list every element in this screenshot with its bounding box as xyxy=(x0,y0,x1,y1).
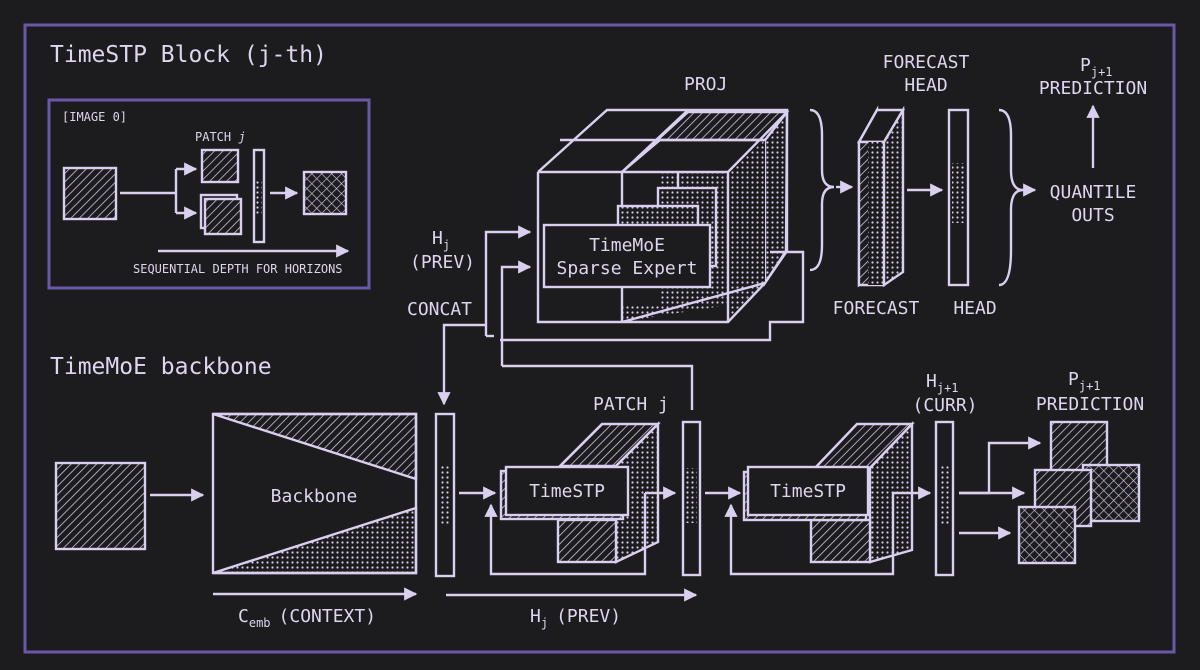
hj-prev-bar-fill xyxy=(439,466,451,526)
inset-patch-label: PATCH j xyxy=(195,130,246,144)
patch-bar xyxy=(681,420,702,577)
concat-arrow-lower xyxy=(500,260,532,366)
head-bar-fill xyxy=(952,163,965,223)
timestp-2-box xyxy=(746,465,870,517)
forecast-head-label-line2: HEAD xyxy=(904,75,947,96)
quantile-label-line1: QUANTILE xyxy=(1050,182,1137,203)
cemb-label: Cemb(CONTEXT) xyxy=(238,606,376,630)
concat-label: CONCAT xyxy=(407,299,472,320)
proj-cube-outline xyxy=(536,108,789,324)
patch-j-label: PATCH j xyxy=(593,394,669,415)
outer-frame xyxy=(23,23,1176,654)
hj-prev-bottom-label: Hj(PREV) xyxy=(530,606,621,630)
hj1-label: Hj+1 xyxy=(926,371,959,395)
top-prediction-label: PREDICTION xyxy=(1039,78,1147,99)
hj-prev-paren-top: (PREV) xyxy=(410,252,475,273)
timestp-block-title: TimeSTP Block (j-th) xyxy=(50,42,327,68)
hj1-curr-bar-fill xyxy=(939,466,950,526)
inset-panel: [IMAGE 0] PATCH j SEQUENTIAL DEPTH FOR H… xyxy=(47,98,371,290)
backbone-title: TimeMoE backbone xyxy=(50,354,272,380)
prediction-patch-4 xyxy=(1017,505,1077,565)
quantile-label-line2: OUTS xyxy=(1071,205,1114,226)
proj-feedback-wire xyxy=(500,250,805,342)
proj-cube: TimeMoE Sparse Expert xyxy=(500,108,805,342)
inset-patch-front xyxy=(203,197,243,236)
timestp1-feedback-arrow xyxy=(484,493,647,576)
inset-hidden-bar-fill xyxy=(256,180,262,215)
inset-branch-line xyxy=(120,169,178,213)
concat-arrow-upper xyxy=(484,225,532,336)
concat-down-arrow xyxy=(437,323,486,406)
backbone-box xyxy=(211,412,418,575)
bottom-prediction-p: Pj+1 xyxy=(1068,369,1101,393)
hj-prev-bar xyxy=(434,412,456,578)
timestp-2-label: TimeSTP xyxy=(770,481,846,502)
pred-arrow-top xyxy=(959,436,1042,495)
bottom-prediction-label: PREDICTION xyxy=(1036,394,1144,415)
patch-j-wire xyxy=(502,364,694,410)
prediction-patch-2 xyxy=(1081,463,1141,523)
timestp-1-box xyxy=(504,465,630,517)
hj1-curr-label: (CURR) xyxy=(912,395,977,416)
timestp-block-1: TimeSTP xyxy=(499,421,661,564)
inset-axis-label: SEQUENTIAL DEPTH FOR HORIZONS xyxy=(133,262,343,276)
inset-hidden-bar xyxy=(252,148,266,244)
inset-output-patch xyxy=(302,170,348,216)
brace-left xyxy=(809,108,835,272)
expert-label-line1: TimeMoE xyxy=(589,235,665,256)
forecast-label: FORECAST xyxy=(833,298,920,319)
forecast-head-label-line1: FORECAST xyxy=(883,52,970,73)
timestp-block-2: TimeSTP xyxy=(742,421,915,564)
inset-tag: [IMAGE 0] xyxy=(62,110,127,124)
inset-patch-top xyxy=(200,148,240,184)
top-prediction-p: Pj+1 xyxy=(1080,55,1113,79)
backbone-label: Backbone xyxy=(271,486,358,507)
expert-label-line2: Sparse Expert xyxy=(557,258,698,279)
proj-label: PROJ xyxy=(684,74,727,95)
forecast-slab xyxy=(856,105,906,288)
hj-prev-label-top: Hj xyxy=(432,228,450,252)
timemoe-sparse-expert-box xyxy=(542,223,712,289)
patch-bar-fill xyxy=(686,468,697,523)
head-bar xyxy=(947,108,970,287)
brace-right xyxy=(998,108,1024,287)
inset-input-patch xyxy=(62,166,118,221)
timestp-1-label: TimeSTP xyxy=(529,481,605,502)
proj-cube-top-face xyxy=(621,110,790,173)
head-label: HEAD xyxy=(953,298,996,319)
backbone-block xyxy=(211,412,418,575)
inset-frame xyxy=(47,98,371,290)
hj1-curr-bar xyxy=(934,420,955,577)
input-patch xyxy=(54,461,147,551)
timestp2-feedback-arrow xyxy=(724,493,895,576)
